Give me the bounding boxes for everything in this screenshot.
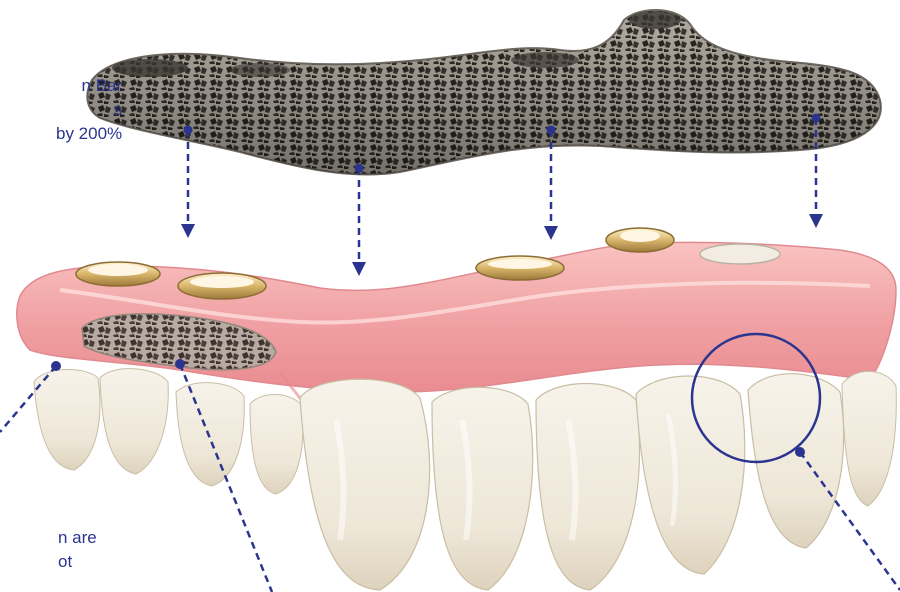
caption-line: n are [58,526,97,550]
arrow-down-icon [352,164,366,277]
caption-mesh-bar: n Bar s by 200% [56,74,122,146]
caption-line: ot [58,550,97,574]
caption-line: n Bar [56,74,122,98]
caption-bottom-left: n are ot [58,526,97,574]
titanium-mesh-bar [87,10,881,175]
denture-teeth [34,369,896,590]
caption-line: s [56,98,122,122]
caption-line: by 200% [56,122,122,146]
